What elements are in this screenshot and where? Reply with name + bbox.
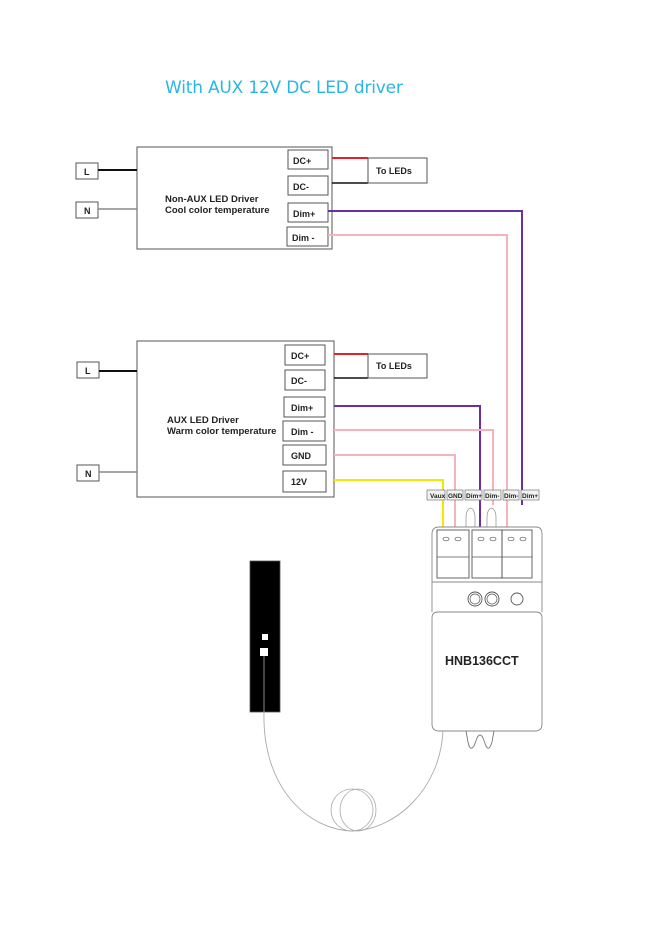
non-aux-terminal-dc-plus: DC+ [287,149,329,170]
wire-gnd-aux [334,454,456,530]
non-aux-driver-line1: Non-AUX LED Driver [165,194,259,205]
sensor-model-label: HNB136CCT [445,654,519,668]
wire-dim-minus-non-aux [328,234,508,530]
aux-input-l: L [76,361,100,379]
non-aux-terminal-dim-plus: Dim+ [287,202,329,223]
input-label-l: L [84,167,90,177]
screw-icon [454,536,462,542]
aux-terminal-dim-minus: Dim - [282,420,326,442]
wire-dim-plus-non-aux [328,210,523,505]
input-label-n: N [84,206,91,216]
sensor-label-text: Dim+ [466,493,482,500]
sensor-label-text: GND [448,493,463,500]
probe-led-large [260,648,268,656]
to-leds-label: To LEDs [376,166,412,176]
terminal-label: GND [291,451,312,461]
wire-loop-2 [486,507,497,530]
screw-icon [519,536,527,542]
sensor-hnb136cct: HNB136CCT [431,526,543,749]
terminal-label: Dim+ [291,403,313,413]
screw-icon [477,536,485,542]
wire-dim-minus-aux [334,429,494,505]
screw-icon [489,536,497,542]
sensor-terminal-labels: Vaux GND Dim+ Dim- Dim- Dim+ [426,489,540,501]
aux-terminal-dc-plus: DC+ [284,344,326,366]
terminal-label: Dim - [292,233,315,243]
sensor-label-dim-plus-1: Dim+ [464,489,483,501]
terminal-label: DC- [291,376,307,386]
non-aux-terminal-dc-minus: DC- [287,175,329,196]
to-leds-box-2: To LEDs [367,353,428,379]
terminal-block-2 [471,529,503,579]
non-aux-input-l: L [75,162,99,180]
probe-led-small [262,634,268,640]
to-leds-label: To LEDs [376,361,412,371]
sensor-bottom-clip [465,730,495,749]
screw-icon [507,536,515,542]
sensor-label-text: Dim- [504,493,518,500]
cable-coil-1 [330,788,374,832]
aux-terminal-12v: 12V [282,470,327,493]
non-aux-input-n: N [75,201,99,219]
aux-terminal-dim-plus: Dim+ [283,396,326,418]
wire-12v-aux [334,479,444,530]
non-aux-driver-line2: Cool color temperature [165,205,270,216]
wire-dim-plus-aux [334,405,481,530]
remote-sensor-probe [249,560,281,713]
aux-input-n: N [76,464,100,482]
terminal-label: Dim - [291,427,314,437]
screw-heads [442,536,527,542]
knob-inner [486,593,498,605]
sensor-label-text: Dim+ [522,493,538,500]
terminal-label: DC- [293,182,309,192]
sensor-label-text: Dim- [485,493,499,500]
aux-terminal-gnd: GND [282,444,327,466]
sensor-label-dim-minus-2: Dim- [502,489,520,501]
sensor-label-dim-plus-2: Dim+ [520,489,540,501]
terminal-block-1 [436,529,470,579]
terminal-label: DC+ [293,156,311,166]
aux-driver: AUX LED Driver Warm color temperature L … [76,340,428,498]
sensor-label-text: Vaux [430,493,446,500]
non-aux-driver: Non-AUX LED Driver Cool color temperatur… [75,146,428,250]
sensor-label-dim-minus-1: Dim- [483,489,502,501]
sensor-main-body [431,611,543,732]
screw-icon [442,536,450,542]
probe-body [249,560,281,713]
probe-cable [263,711,444,832]
terminal-label: DC+ [291,351,309,361]
aux-driver-line2: Warm color temperature [167,426,276,437]
wire-loop-1 [465,507,476,530]
diagram-title: With AUX 12V DC LED driver [165,78,403,98]
aux-terminal-dc-minus: DC- [284,369,326,391]
terminal-block-3 [501,529,533,579]
sensor-label-vaux: Vaux [426,489,446,501]
aux-driver-line1: AUX LED Driver [167,415,239,426]
terminal-label: Dim+ [293,209,315,219]
sensor-label-gnd: GND [446,489,464,501]
cable-coil-2 [339,788,377,832]
to-leds-box-1: To LEDs [367,157,428,184]
sensor-led-indicator [510,592,524,606]
knob-inner [469,593,481,605]
non-aux-terminal-dim-minus: Dim - [286,226,329,247]
input-label-l: L [85,366,91,376]
input-label-n: N [85,469,92,479]
terminal-label: 12V [291,477,307,487]
